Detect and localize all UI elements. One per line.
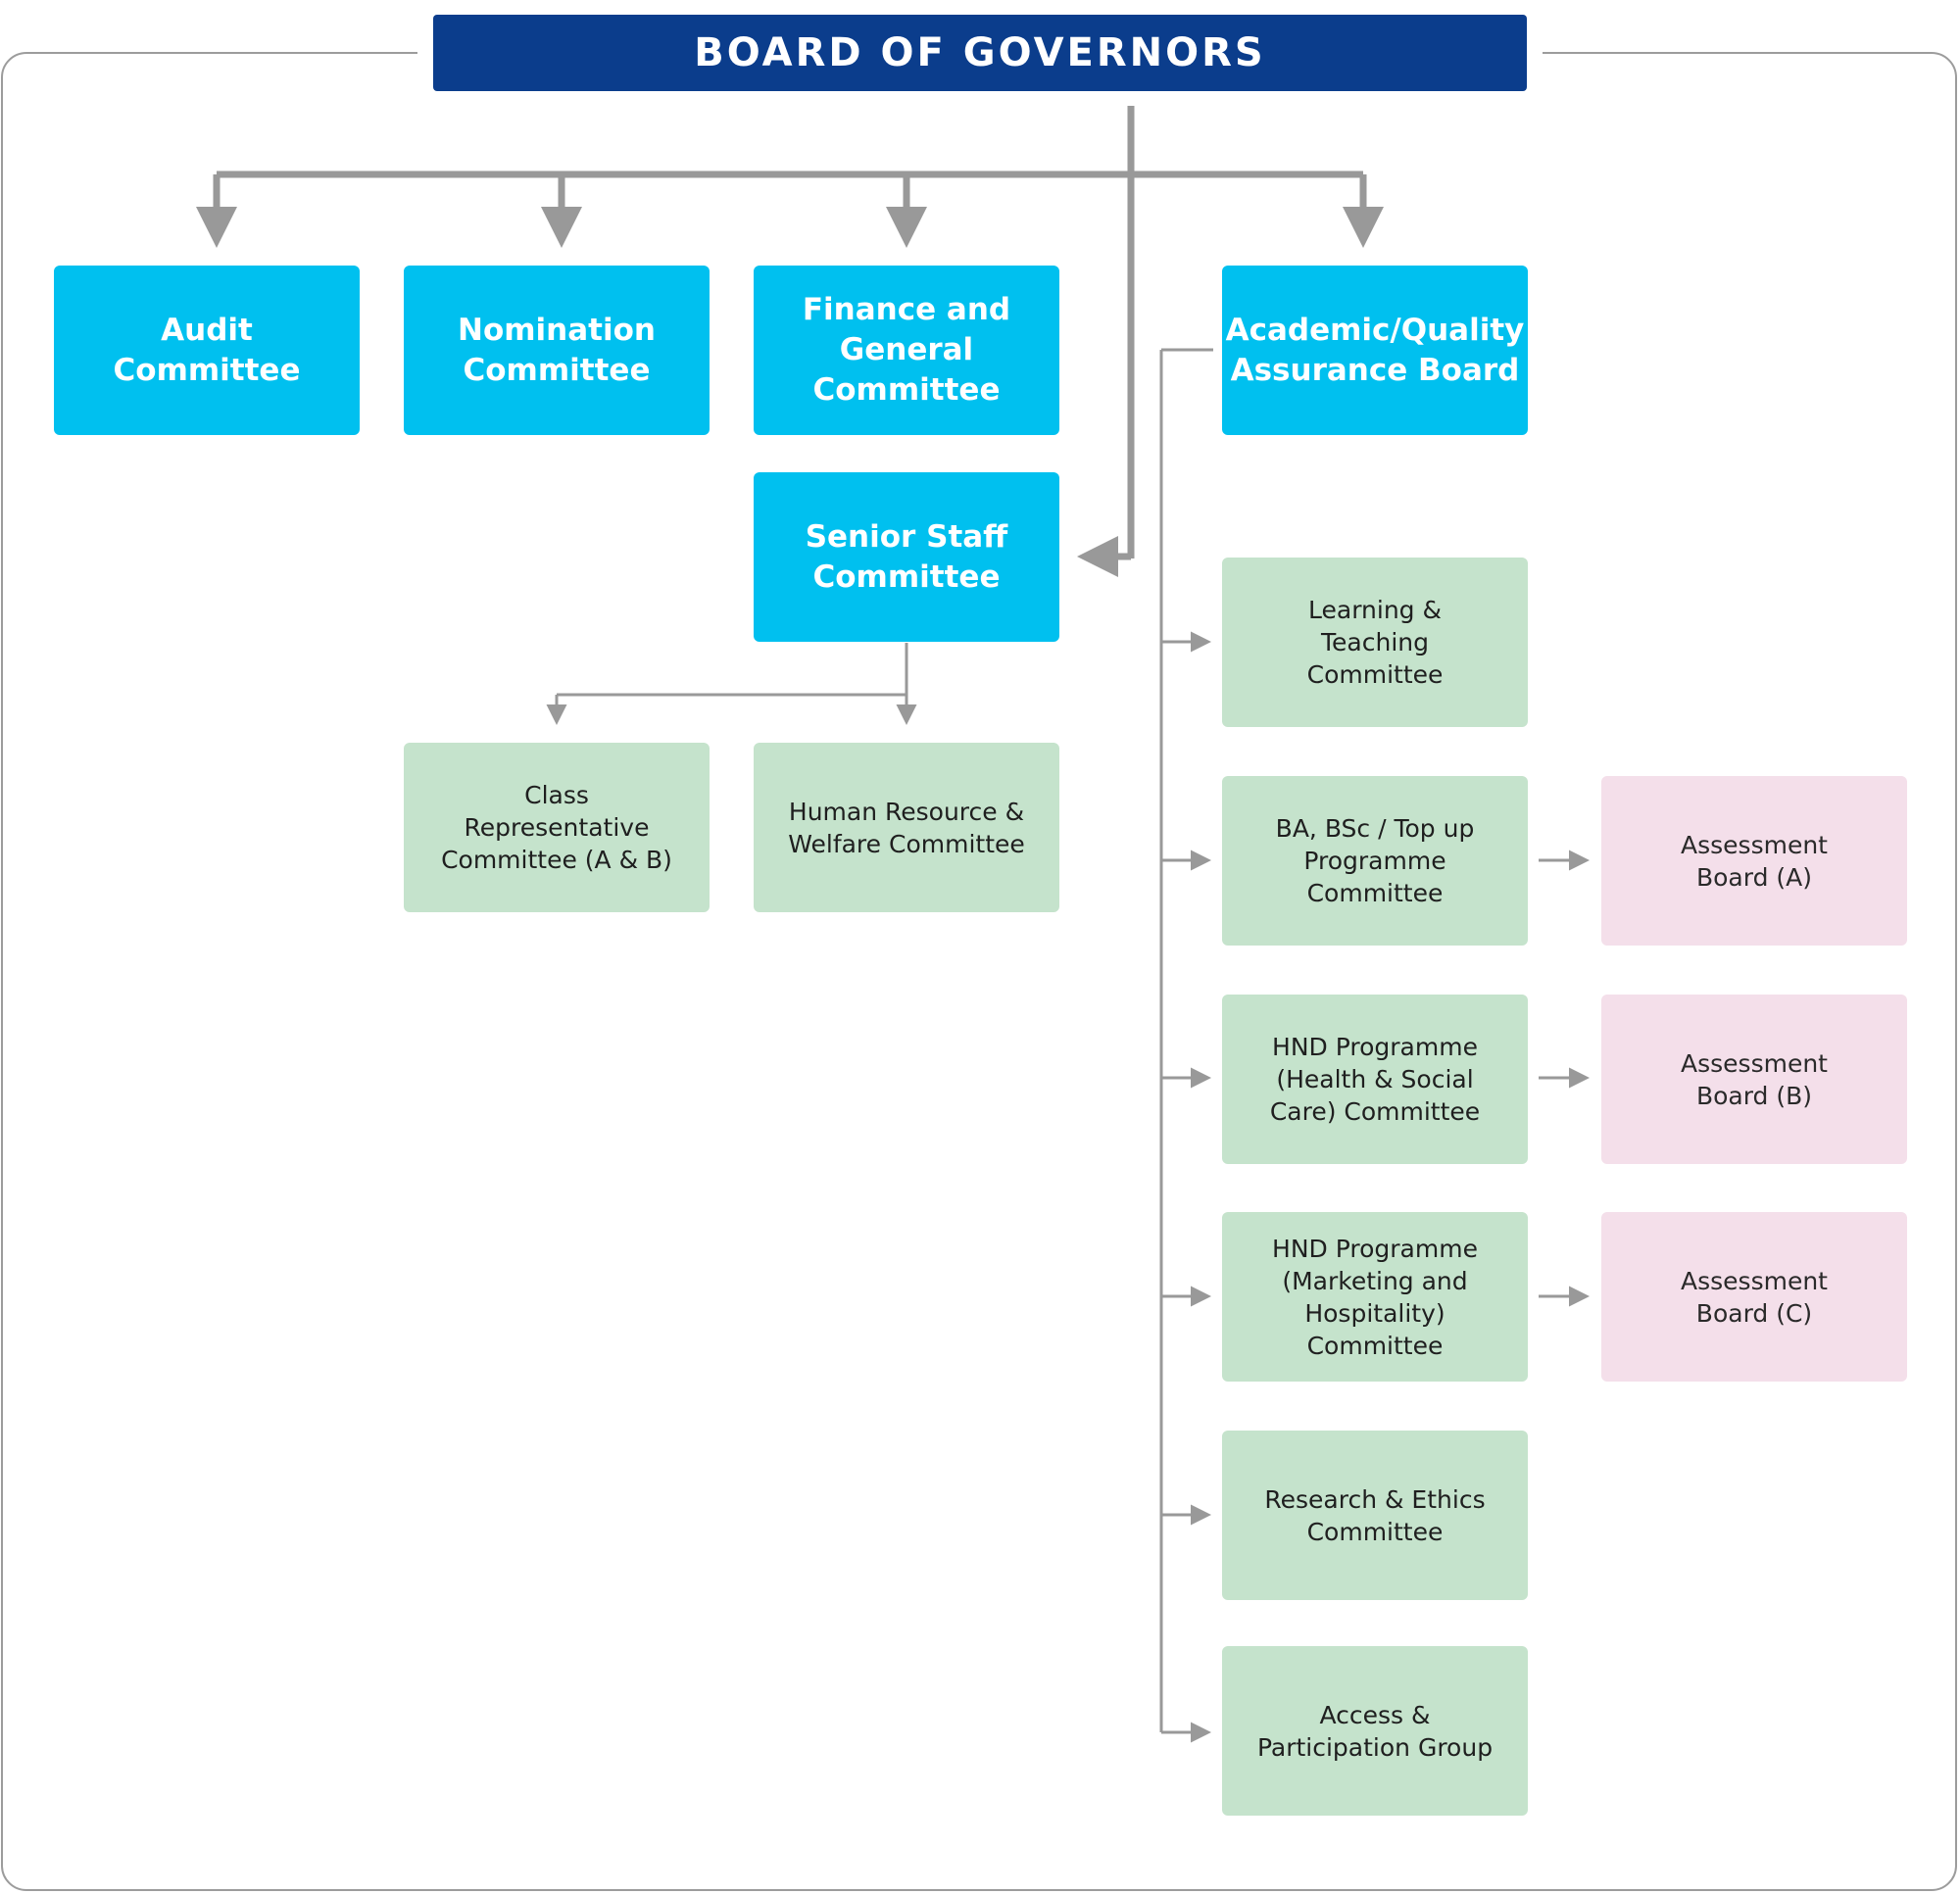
academic-quality-board-box: Academic/Quality Assurance Board	[1222, 266, 1528, 435]
board-title: BOARD OF GOVERNORS	[694, 30, 1266, 75]
hnd-health-committee-label: HND Programme (Health & Social Care) Com…	[1269, 1033, 1481, 1126]
assessment-board-a-label: Assessment Board (A)	[1681, 830, 1828, 892]
hnd-marketing-committee-label: HND Programme (Marketing and Hospitality…	[1272, 1234, 1478, 1360]
senior-staff-committee-label: Senior Staff Committee	[805, 518, 1008, 595]
audit-committee-label: Audit Committee	[113, 312, 301, 388]
hr-welfare-committee-box: Human Resource & Welfare Committee	[754, 743, 1059, 912]
hr-welfare-committee-label: Human Resource & Welfare Committee	[788, 797, 1025, 858]
research-ethics-committee-label: Research & Ethics Committee	[1264, 1484, 1486, 1546]
ba-bsc-committee-box: BA, BSc / Top up Programme Committee	[1222, 776, 1528, 946]
assessment-board-b-box: Assessment Board (B)	[1601, 995, 1907, 1164]
access-participation-group-box: Access & Participation Group	[1222, 1646, 1528, 1816]
hnd-marketing-committee-box: HND Programme (Marketing and Hospitality…	[1222, 1212, 1528, 1382]
learning-teaching-committee-box: Learning & Teaching Committee	[1222, 558, 1528, 727]
nomination-committee-box: Nomination Committee	[404, 266, 710, 435]
class-rep-committee-label: Class Representative Committee (A & B)	[441, 781, 672, 874]
finance-committee-box: Finance and General Committee	[754, 266, 1059, 435]
research-ethics-committee-box: Research & Ethics Committee	[1222, 1431, 1528, 1600]
access-participation-group-label: Access & Participation Group	[1256, 1700, 1494, 1762]
audit-committee-box: Audit Committee	[54, 266, 360, 435]
finance-committee-label: Finance and General Committee	[802, 292, 1011, 408]
ba-bsc-committee-label: BA, BSc / Top up Programme Committee	[1275, 814, 1475, 907]
assessment-board-c-box: Assessment Board (C)	[1601, 1212, 1907, 1382]
assessment-board-b-label: Assessment Board (B)	[1681, 1048, 1828, 1110]
assessment-board-c-label: Assessment Board (C)	[1681, 1266, 1828, 1328]
hnd-health-committee-box: HND Programme (Health & Social Care) Com…	[1222, 995, 1528, 1164]
assessment-board-a-box: Assessment Board (A)	[1601, 776, 1907, 946]
nomination-committee-label: Nomination Committee	[458, 312, 656, 388]
academic-quality-board-label: Academic/Quality Assurance Board	[1225, 312, 1525, 388]
learning-teaching-committee-label: Learning & Teaching Committee	[1306, 596, 1444, 689]
class-rep-committee-box: Class Representative Committee (A & B)	[404, 743, 710, 912]
board-of-governors-box: BOARD OF GOVERNORS	[433, 15, 1527, 91]
senior-staff-committee-box: Senior Staff Committee	[754, 472, 1059, 642]
